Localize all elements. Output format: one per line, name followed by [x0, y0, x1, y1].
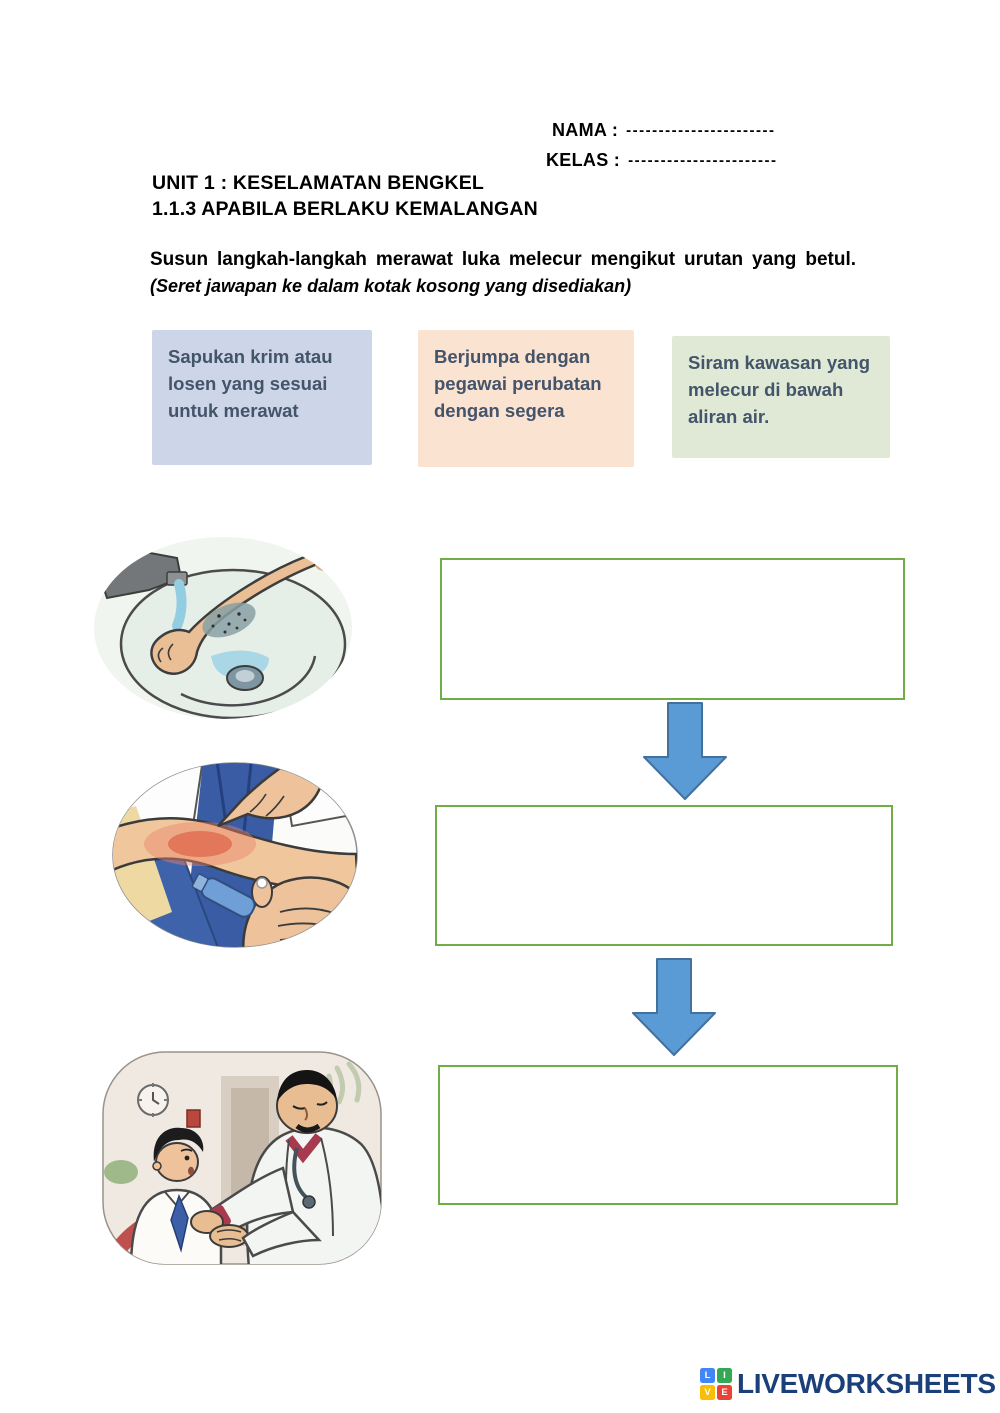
instruction-text: Susun langkah-langkah merawat luka melec… [150, 249, 856, 270]
instruction-hint: (Seret jawapan ke dalam kotak kosong yan… [150, 276, 632, 296]
drop-zone-step-3[interactable] [438, 1065, 898, 1205]
step-image-see-doctor [101, 1050, 383, 1273]
doctor-visit-illustration [102, 1051, 382, 1265]
down-arrow-icon [643, 702, 727, 806]
logo-tile-i: I [717, 1368, 732, 1383]
drop-zone-step-2[interactable] [435, 805, 893, 946]
answer-card-siram-kawasan[interactable]: Siram kawasan yang melecur di bawah alir… [672, 336, 890, 458]
logo-tile-v: V [700, 1385, 715, 1400]
class-blank-line: ----------------------- [628, 152, 778, 169]
answer-card-sapukan-krim[interactable]: Sapukan krim atau losen yang sesuai untu… [152, 330, 372, 465]
liveworksheets-tiles-icon: L I V E [700, 1368, 732, 1400]
down-arrow-icon [632, 958, 716, 1062]
class-label: KELAS : [546, 150, 621, 170]
unit-title: UNIT 1 : KESELAMATAN BENGKEL [152, 172, 485, 194]
name-field-row: NAMA : ----------------------- [552, 120, 776, 141]
step-image-rinse-under-tap [93, 536, 353, 725]
brand-wordmark: LIVEWORKSHEETS [737, 1368, 996, 1399]
logo-tile-e: E [717, 1385, 732, 1400]
rinse-burn-illustration [94, 537, 352, 719]
answer-card-berjumpa-pegawai[interactable]: Berjumpa dengan pegawai perubatan dengan… [418, 330, 634, 467]
logo-tile-l: L [700, 1368, 715, 1383]
instructions: Susun langkah-langkah merawat luka melec… [150, 246, 856, 300]
lesson-title: 1.1.3 APABILA BERLAKU KEMALANGAN [152, 198, 538, 220]
apply-cream-illustration [112, 762, 358, 948]
name-blank-line: ----------------------- [626, 122, 776, 139]
liveworksheets-logo[interactable]: L I V E LIVEWORKSHEETS [700, 1368, 996, 1400]
name-label: NAMA : [552, 120, 619, 140]
class-field-row: KELAS : ----------------------- [546, 150, 778, 171]
drop-zone-step-1[interactable] [440, 558, 905, 700]
step-image-apply-cream [112, 762, 358, 953]
